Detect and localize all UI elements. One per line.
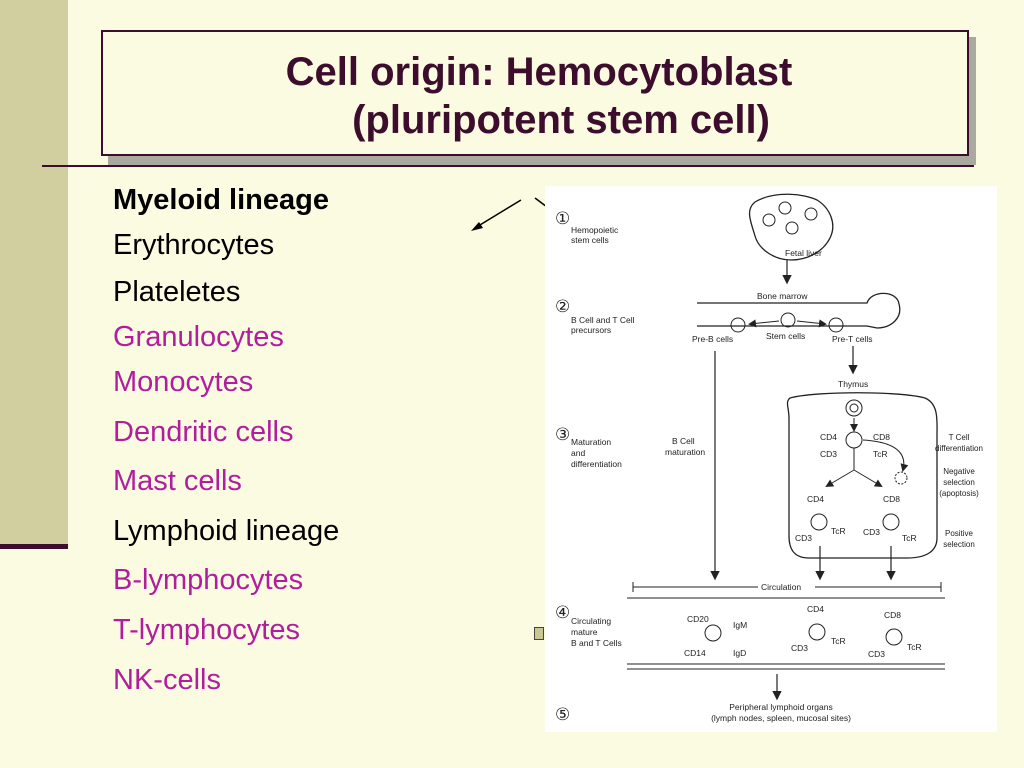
list-item-granulocytes: Granulocytes [113, 321, 284, 353]
circulation-label: Circulation [761, 582, 801, 592]
slide-title: Cell origin: Hemocytoblast (pluripotent … [103, 48, 967, 144]
step-1-label-line-2: stem cells [571, 235, 609, 245]
sp-cd3-label-left: CD3 [795, 533, 812, 543]
b-maturation-line-1: B Cell [672, 436, 695, 446]
side-decoration-bar [0, 0, 68, 548]
fetal-liver-label: Fetal liver [785, 248, 822, 258]
step-3-label-line-1: Maturation [571, 437, 611, 447]
t4-tcr-label: TcR [831, 636, 846, 646]
list-item-lymphoid-lineage: Lymphoid lineage [113, 515, 340, 547]
sp-cd8-label: CD8 [883, 494, 900, 504]
b-cd14-label: CD14 [684, 648, 706, 658]
list-item-b-lymphocytes: B-lymphocytes [113, 564, 304, 596]
list-item-erythrocytes: Erythrocytes [113, 229, 275, 261]
circulating-cd8-t-cell [885, 628, 903, 646]
liver-stem-cell [785, 221, 799, 235]
t-cd4-label: CD4 [807, 604, 824, 614]
bone-marrow-label: Bone marrow [757, 291, 808, 301]
t4-cd3-label: CD3 [791, 643, 808, 653]
sp-cd3-label-right: CD3 [863, 527, 880, 537]
sp-cd4-label: CD4 [807, 494, 824, 504]
title-line-1: Cell origin: Hemocytoblast [285, 50, 793, 94]
pos-sel-line-1: Positive [945, 529, 974, 538]
cd4-t-cell [810, 513, 828, 531]
list-item-mast-cells: Mast cells [113, 465, 242, 497]
list-item-dendritic-cells: Dendritic cells [113, 416, 294, 448]
t8-cd3-label: CD3 [868, 649, 885, 659]
list-item-nk-cells: NK-cells [113, 664, 221, 696]
sp-tcr-label-right: TcR [902, 533, 917, 543]
b-cell [704, 624, 722, 642]
list-item-myeloid-lineage: Myeloid lineage [113, 184, 329, 216]
arrow-to-apoptosis [862, 439, 909, 472]
apoptotic-cell [894, 471, 908, 485]
pre-b-cell [730, 317, 746, 333]
arrow-stem-to-pre-b [748, 319, 780, 328]
step-2-label-line-1: B Cell and T Cell [571, 315, 635, 325]
t8-tcr-label: TcR [907, 642, 922, 652]
step-1-label-line-1: Hemopoietic [571, 225, 619, 235]
pointer-arrows [471, 197, 552, 231]
side-decoration-line [0, 544, 68, 549]
pos-sel-line-2: selection [943, 540, 975, 549]
stem-cell [780, 312, 796, 328]
sp-tcr-label-left: TcR [831, 526, 846, 536]
liver-stem-cell [804, 207, 818, 221]
arrow-stem-to-pre-t [796, 319, 827, 328]
circulating-cd4-t-cell [808, 623, 826, 641]
thymus-label: Thymus [838, 379, 868, 389]
step-3-label-line-2: and [571, 448, 585, 458]
step-3-label-line-3: differentiation [571, 459, 622, 469]
arrow-to-cd4 [825, 469, 855, 488]
step-4-label-line-2: mature [571, 627, 598, 637]
peripheral-line-2: (lymph nodes, spleen, mucosal sites) [711, 713, 851, 723]
neg-sel-line-2: selection [943, 478, 975, 487]
t-cd8-label: CD8 [884, 610, 901, 620]
pre-t-cell [828, 317, 844, 333]
b-maturation-line-2: maturation [665, 447, 705, 457]
pre-t-label: Pre-T cells [832, 334, 872, 344]
title-line-2: (pluripotent stem cell) [352, 98, 770, 142]
title-box: Cell origin: Hemocytoblast (pluripotent … [101, 30, 969, 156]
step-4-label-line-3: B and T Cells [571, 638, 622, 648]
t-diff-line-2: differentiation [935, 444, 983, 453]
placeholder-icon [534, 627, 544, 640]
step-4-number: ④ [555, 603, 570, 622]
thymocyte [845, 399, 863, 417]
list-item-plateletes: Plateletes [113, 276, 241, 308]
peripheral-line-1: Peripheral lymphoid organs [729, 702, 832, 712]
fetal-liver-shape [748, 193, 834, 261]
b-cd20-label: CD20 [687, 614, 709, 624]
dp-cd4-label: CD4 [820, 432, 837, 442]
stem-cells-label: Stem cells [766, 331, 805, 341]
step-4-label-line-1: Circulating [571, 616, 611, 626]
thymocyte-nucleus [849, 403, 859, 413]
t-diff-line-1: T Cell [949, 433, 970, 442]
b-igd-label: IgD [733, 648, 746, 658]
thymus-shape [786, 392, 938, 559]
list-item-t-lymphocytes: T-lymphocytes [113, 614, 300, 646]
b-igm-label: IgM [733, 620, 747, 630]
neg-sel-line-3: (apoptosis) [939, 489, 979, 498]
lymphocyte-development-diagram: ① ② ③ ④ ⑤ Hemopoietic stem cells B Cell … [545, 186, 997, 732]
cd8-t-cell [882, 513, 900, 531]
step-3-number: ③ [555, 425, 570, 444]
arrow-to-cd8 [853, 469, 883, 488]
dp-tcr-label: TcR [873, 449, 888, 459]
step-2-label-line-2: precursors [571, 325, 611, 335]
double-positive-cell [845, 431, 863, 449]
liver-stem-cell [762, 213, 776, 227]
dp-cd8-label: CD8 [873, 432, 890, 442]
liver-stem-cell [778, 201, 792, 215]
list-item-monocytes: Monocytes [113, 366, 254, 398]
neg-sel-line-1: Negative [943, 467, 975, 476]
pre-b-label: Pre-B cells [692, 334, 733, 344]
title-underline [42, 165, 974, 167]
step-1-number: ① [555, 209, 570, 228]
bone-marrow-shape [697, 292, 901, 329]
step-2-number: ② [555, 297, 570, 316]
step-5-number: ⑤ [555, 705, 570, 724]
dp-cd3-label: CD3 [820, 449, 837, 459]
